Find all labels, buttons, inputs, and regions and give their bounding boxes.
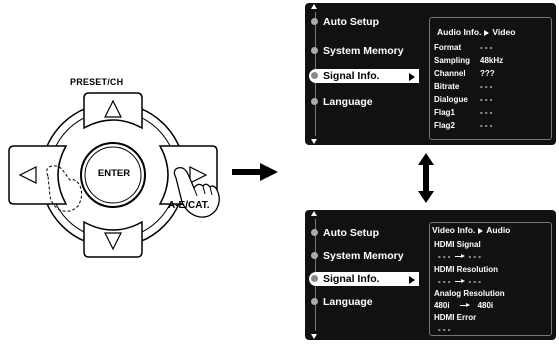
hdmi-resolution-label: HDMI Resolution [434,265,498,274]
selected-arrow-icon [409,276,415,284]
menu-item-system-memory[interactable]: System Memory [311,45,404,57]
down-arrow-icon [104,232,122,251]
next-page-icon [484,29,490,36]
preset-ch-label: PRESET/CH [70,77,124,87]
menu-item-auto-setup[interactable]: Auto Setup [311,227,379,239]
bullet-icon [311,17,318,25]
cursor-pad-diagram: PRESET/CH ENTER A-E/CAT. [0,0,240,343]
bullet-icon [311,71,318,79]
dialogue-value: - - - [480,95,493,104]
osd-menu: Auto Setup System Memory Signal Info. La… [305,3,425,145]
up-arrow-icon [104,99,122,118]
bullet-icon [311,274,318,282]
channel-value: ??? [480,69,495,78]
right-arrow-icon [189,166,208,184]
sampling-value: 48kHz [480,56,504,65]
osd-screen-audio-info: Auto Setup System Memory Signal Info. La… [305,3,556,145]
ghost-hand-icon [46,165,83,212]
enter-button[interactable] [80,142,146,208]
bullet-icon [311,97,318,105]
menu-item-language[interactable]: Language [311,96,373,108]
analog-resolution-label: Analog Resolution [434,289,505,298]
change-arrow-icon [455,279,466,284]
scroll-up-icon [311,4,317,9]
change-arrow-icon [459,303,470,308]
hdmi-resolution-row: - - -- - - [438,277,481,286]
format-label: Format [434,43,462,52]
up-down-arrow-icon [418,153,434,203]
menu-item-system-memory[interactable]: System Memory [311,250,404,262]
video-info-panel [429,222,552,336]
panel-title: Video Info.Audio [432,225,511,235]
dialogue-label: Dialogue [434,95,468,104]
flag1-label: Flag1 [434,108,455,117]
scroll-up-icon [311,211,317,216]
down-button[interactable] [83,220,143,258]
left-button[interactable] [8,145,68,205]
right-arrow-icon [232,163,278,181]
flag2-label: Flag2 [434,121,455,130]
cursor-pad-illustration [8,92,220,258]
bitrate-label: Bitrate [434,82,460,91]
flag1-value: - - - [480,108,493,117]
panel-title: Audio Info.Video [437,27,516,37]
flag2-value: - - - [480,121,493,130]
bullet-icon [311,297,318,305]
scroll-down-icon [311,334,317,339]
change-arrow-icon [455,254,466,259]
pointing-hand-icon [173,166,220,218]
menu-item-signal-info[interactable]: Signal Info. [309,69,419,83]
hdmi-error-value: - - - [438,325,451,334]
bullet-icon [311,46,318,54]
format-value: - - - [480,43,493,52]
bitrate-value: - - - [480,82,493,91]
channel-label: Channel [434,69,466,78]
osd-screen-video-info: Auto Setup System Memory Signal Info. La… [305,210,556,340]
left-arrow-icon [18,166,37,184]
hdmi-signal-label: HDMI Signal [434,240,481,249]
audio-info-panel [429,17,552,140]
up-button[interactable] [83,92,143,130]
scroll-down-icon [311,139,317,144]
menu-item-auto-setup[interactable]: Auto Setup [311,16,379,28]
next-page-icon [478,227,484,234]
menu-item-signal-info[interactable]: Signal Info. [309,272,419,286]
enter-label: ENTER [97,168,131,179]
selected-arrow-icon [409,73,415,81]
hdmi-error-label: HDMI Error [434,313,477,322]
bullet-icon [311,251,318,259]
ae-cat-label: A-E/CAT. [168,200,210,211]
bullet-icon [311,228,318,236]
osd-menu: Auto Setup System Memory Signal Info. La… [305,210,425,340]
hdmi-signal-row: - - -- - - [438,252,481,261]
sampling-label: Sampling [434,56,471,65]
menu-item-language[interactable]: Language [311,296,373,308]
